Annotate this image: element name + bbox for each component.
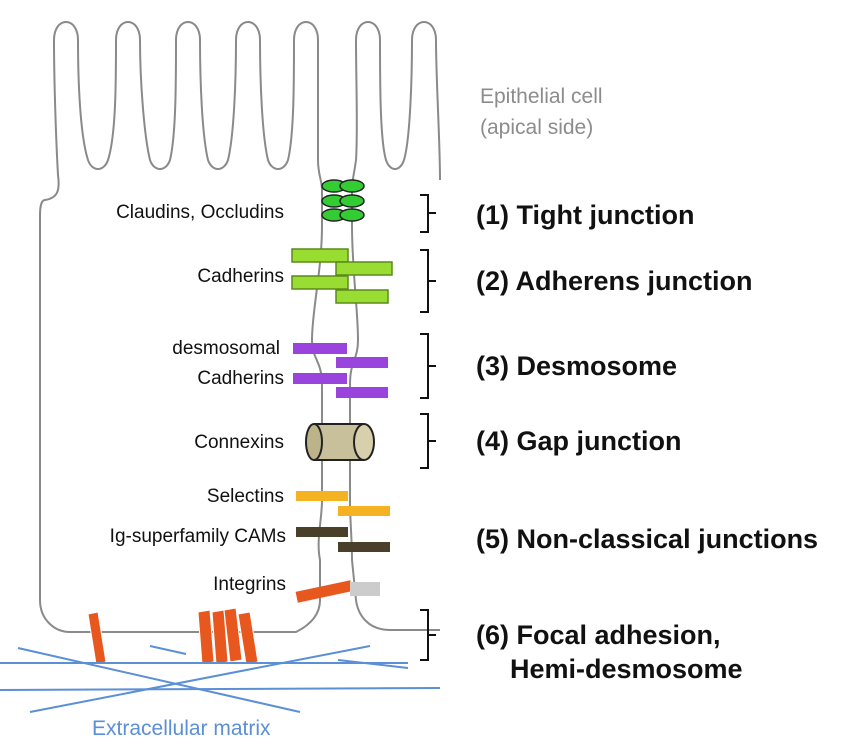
integrin-bar bbox=[295, 580, 353, 603]
selectins bbox=[296, 491, 390, 516]
adherens-cadherins bbox=[291, 248, 393, 304]
right-cell-membrane bbox=[349, 21, 441, 631]
junction-focal-line2: Hemi-desmosome bbox=[510, 654, 743, 684]
bracket-desmosome bbox=[420, 333, 436, 399]
cadherin-bar bbox=[291, 248, 349, 263]
ecm-fibers bbox=[0, 645, 441, 713]
ig-cam-bar bbox=[338, 542, 390, 552]
junction-brackets bbox=[420, 194, 436, 661]
desmosomal-cadherin-bar bbox=[336, 357, 388, 368]
bracket-tight bbox=[420, 194, 436, 233]
junction-focal-line1: (6) Focal adhesion, bbox=[476, 620, 721, 650]
bracket-focal bbox=[420, 609, 436, 661]
desmosomal-cadherins bbox=[293, 343, 388, 398]
label-desmosomal: desmosomal bbox=[172, 338, 280, 359]
focal-integrin bbox=[87, 611, 107, 665]
ecm-label: Extracellular matrix bbox=[92, 717, 271, 740]
junction-tight: (1) Tight junction bbox=[476, 200, 694, 230]
connexon-cylinder bbox=[305, 423, 375, 461]
cadherin-bar bbox=[291, 275, 349, 290]
label-cadherins: Cadherins bbox=[197, 266, 284, 287]
label-claudins: Claudins, Occludins bbox=[116, 202, 284, 223]
bracket-adherens bbox=[420, 249, 436, 313]
integrin-partner bbox=[350, 582, 380, 596]
ig-cam-bar bbox=[296, 527, 348, 537]
claudin-oval bbox=[339, 194, 365, 208]
desmosomal-cadherin-bar bbox=[336, 387, 388, 398]
desmosomal-cadherin-bar bbox=[293, 343, 347, 354]
selectin-bar bbox=[296, 491, 348, 501]
bracket-gap bbox=[420, 413, 436, 469]
label-selectins: Selectins bbox=[207, 486, 284, 507]
cell-label-line2: (apical side) bbox=[480, 116, 593, 139]
claudin-oval bbox=[339, 208, 365, 222]
junction-adherens: (2) Adherens junction bbox=[476, 266, 753, 296]
selectin-bar bbox=[338, 506, 390, 516]
ig-cams bbox=[296, 527, 390, 552]
cadherin-bar bbox=[335, 289, 389, 304]
junction-desmosome: (3) Desmosome bbox=[476, 351, 677, 381]
label-connexins: Connexins bbox=[194, 432, 284, 453]
claudin-oval bbox=[339, 179, 365, 193]
cadherin-bar bbox=[335, 261, 393, 276]
desmosomal-cadherin-bar bbox=[293, 373, 347, 384]
label-desmosomal-cadherins: Cadherins bbox=[197, 368, 284, 389]
focal-integrin bbox=[223, 607, 243, 663]
junction-gap: (4) Gap junction bbox=[476, 426, 682, 456]
label-ig-cams: Ig-superfamily CAMs bbox=[110, 526, 286, 547]
integrins bbox=[295, 580, 380, 603]
cell-label-line1: Epithelial cell bbox=[480, 85, 603, 108]
tight-junction-proteins bbox=[321, 179, 365, 222]
focal-integrin bbox=[197, 609, 215, 665]
label-integrins: Integrins bbox=[213, 574, 286, 595]
junction-nonclassical: (5) Non-classical junctions bbox=[476, 524, 818, 554]
focal-adhesion-integrins bbox=[87, 607, 259, 665]
